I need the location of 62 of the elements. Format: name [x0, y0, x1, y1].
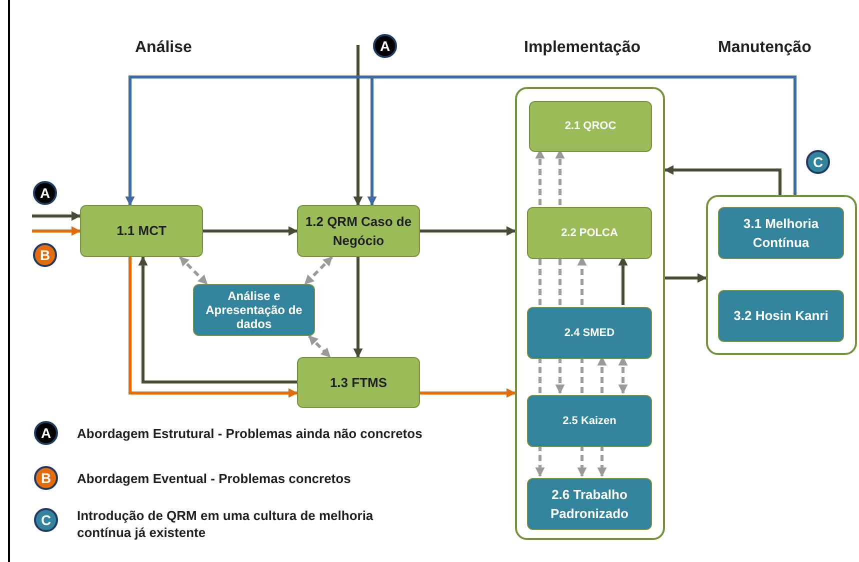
phase-heading: Análise — [135, 38, 192, 58]
group-box — [706, 195, 857, 355]
arrow — [138, 256, 297, 384]
process-box — [527, 478, 652, 530]
box-label: 2.1 QROC — [564, 119, 618, 134]
arrow — [618, 256, 628, 305]
box-label: 1.3 FTMS — [328, 374, 388, 392]
process-box — [297, 357, 420, 408]
arrow — [618, 356, 628, 394]
box-label: 3.1 Melhoria Contínua — [742, 214, 820, 252]
arrow — [577, 256, 587, 305]
arrow — [308, 334, 332, 358]
arrow — [597, 356, 607, 393]
arrow — [353, 257, 363, 358]
process-box — [527, 307, 652, 359]
letter-badge: A — [34, 421, 58, 445]
arrow — [420, 226, 516, 236]
process-box — [718, 290, 844, 342]
box-label: 3.2 Hosin Kanri — [732, 307, 830, 326]
legend-text: Introdução de QRM em uma cultura de melhoria contínua já existente — [77, 507, 374, 541]
letter-badge: B — [33, 243, 57, 267]
arrow — [420, 388, 516, 398]
letter-badge: C — [34, 508, 58, 532]
legend-text: Abordagem Estrutural - Problemas ainda não concretos — [77, 425, 424, 442]
arrow — [353, 45, 363, 206]
arrow — [128, 257, 298, 398]
letter-badge: C — [806, 150, 830, 174]
arrow — [535, 445, 545, 477]
arrow — [597, 445, 607, 477]
letter-badge: A — [373, 34, 397, 58]
process-box — [529, 101, 652, 152]
arrow — [577, 445, 587, 477]
arrow — [32, 211, 81, 221]
group-box — [515, 87, 665, 540]
phase-heading: Implementação — [524, 38, 640, 58]
arrow — [535, 149, 545, 205]
box-label: 2.6 Trabalho Padronizado — [549, 486, 630, 523]
process-box — [527, 395, 652, 447]
box-label: 2.5 Kaizen — [562, 414, 618, 429]
letter-badge: A — [33, 181, 57, 205]
phase-heading: Manutenção — [718, 38, 812, 58]
arrow — [32, 226, 81, 236]
box-label: Análise e Apresentação de dados — [204, 289, 304, 331]
box-label: 1.2 QRM Caso de Negócio — [304, 212, 413, 250]
arrow — [665, 273, 707, 283]
process-box — [80, 205, 203, 257]
box-label: 2.2 POLCA — [560, 226, 619, 241]
process-box — [297, 205, 420, 257]
legend-text: Abordagem Eventual - Problemas concretos — [77, 470, 352, 487]
letter-badge: B — [34, 466, 58, 490]
box-label: 2.4 SMED — [563, 326, 616, 341]
arrow — [304, 256, 334, 286]
arrow — [664, 165, 782, 195]
process-box — [718, 207, 844, 259]
arrow — [555, 357, 565, 394]
arrow — [203, 226, 298, 236]
arrow — [555, 149, 565, 205]
box-label: 1.1 MCT — [116, 222, 168, 240]
process-box — [193, 284, 315, 336]
process-box — [527, 207, 652, 259]
arrow — [178, 256, 208, 286]
arrow — [367, 76, 796, 206]
